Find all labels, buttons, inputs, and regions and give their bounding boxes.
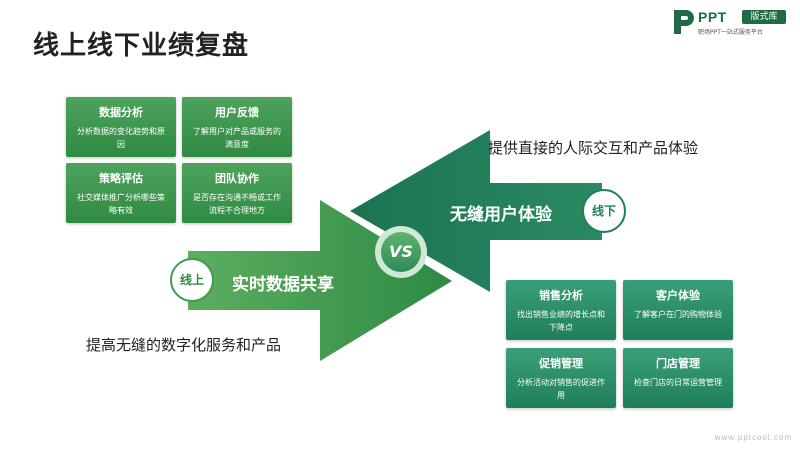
card-desc: 分析活动对销售的促进作用 (517, 378, 605, 400)
card-desc: 是否存在沟通不畅或工作流程不合理地方 (193, 193, 281, 215)
online-badge: 线上 (170, 258, 214, 302)
card-desc: 了解客户在门的购物体验 (634, 310, 722, 319)
card-title: 团队协作 (215, 172, 259, 185)
online-caption: 提高无缝的数字化服务和产品 (86, 336, 282, 354)
card-desc: 找出销售业绩的增长点和下降点 (517, 310, 605, 332)
card-title: 门店管理 (656, 357, 700, 370)
card-desc: 社交媒体推广分析哪些策略有效 (77, 193, 165, 215)
card-title: 策略评估 (99, 172, 143, 185)
logo-tagline: 职场PPT一站式服务平台 (698, 29, 763, 36)
online-card-teamwork: 团队协作 是否存在沟通不畅或工作流程不合理地方 (182, 163, 292, 223)
offline-card-promotion: 促销管理 分析活动对销售的促进作用 (506, 348, 616, 408)
offline-badge: 线下 (582, 189, 626, 233)
card-title: 促销管理 (539, 357, 583, 370)
offline-arrow (350, 130, 602, 292)
page-title: 线上线下业绩复盘 (33, 31, 250, 61)
brand-logo: PPT 版式库 职场PPT一站式服务平台 (672, 8, 790, 38)
offline-arrow-text: 无缝用户体验 (450, 205, 552, 225)
card-title: 用户反馈 (215, 106, 259, 119)
card-title: 客户体验 (656, 289, 700, 302)
watermark: www.pptcool.com (714, 433, 792, 442)
online-card-strategy: 策略评估 社交媒体推广分析哪些策略有效 (66, 163, 176, 223)
vs-label: VS (381, 232, 421, 272)
offline-card-store-mgmt: 门店管理 检查门店的日常运营管理 (623, 348, 733, 408)
online-card-user-feedback: 用户反馈 了解用户对产品或服务的满意度 (182, 97, 292, 157)
offline-card-sales-analysis: 销售分析 找出销售业绩的增长点和下降点 (506, 280, 616, 340)
online-arrow-text: 实时数据共享 (232, 275, 334, 295)
card-title: 销售分析 (539, 289, 583, 302)
offline-card-customer-exp: 客户体验 了解客户在门的购物体验 (623, 280, 733, 340)
logo-mark-icon (674, 10, 694, 34)
online-arrow (188, 200, 452, 361)
logo-badge: 版式库 (742, 10, 786, 24)
card-desc: 检查门店的日常运营管理 (634, 378, 722, 387)
logo-brand: PPT (698, 9, 727, 25)
card-desc: 分析数据的变化趋势和原因 (77, 127, 165, 149)
card-desc: 了解用户对产品或服务的满意度 (193, 127, 281, 149)
online-card-data-analysis: 数据分析 分析数据的变化趋势和原因 (66, 97, 176, 157)
card-title: 数据分析 (99, 106, 143, 119)
vs-badge: VS (375, 226, 427, 278)
offline-caption: 提供直接的人际交互和产品体验 (488, 139, 699, 157)
